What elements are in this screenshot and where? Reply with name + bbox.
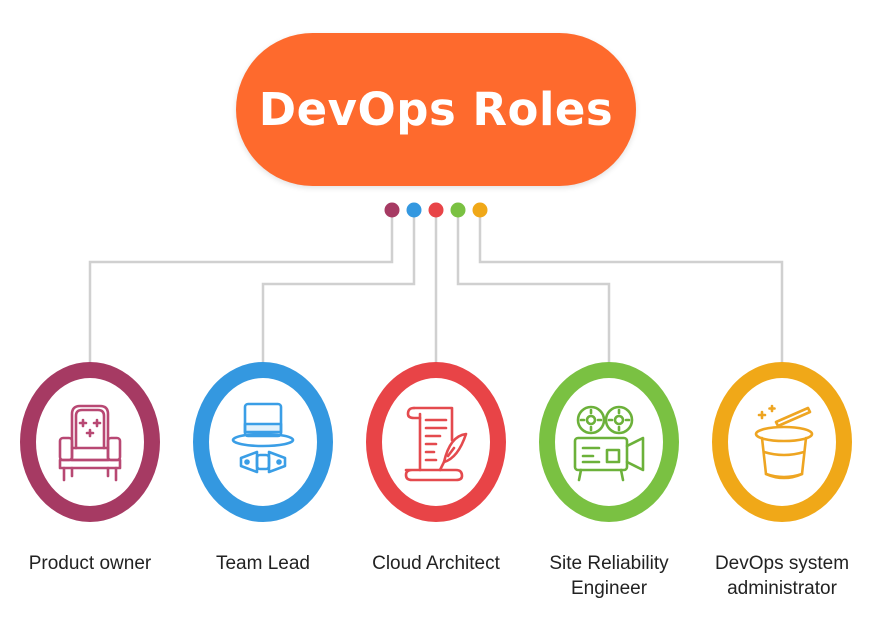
role-site-reliability-engineer <box>539 362 679 522</box>
role-devops-system-administrator <box>712 362 852 522</box>
connector-devops-admin <box>478 212 784 362</box>
dot-site-reliability <box>450 202 466 218</box>
dot-product-owner <box>384 202 400 218</box>
dot-team-lead <box>406 202 422 218</box>
title-banner: DevOps Roles <box>236 33 636 186</box>
film-projector-icon <box>573 405 645 482</box>
dot-cloud-architect <box>428 202 444 218</box>
page-title: DevOps Roles <box>258 83 614 136</box>
role-product-owner <box>20 362 160 522</box>
role-label-team-lead: Team Lead <box>215 553 310 574</box>
top-hat-bowtie-icon <box>231 402 295 474</box>
role-label-line: Engineer <box>570 578 648 599</box>
role-label-site-reliability-engineer: Site Reliability Engineer <box>524 551 694 601</box>
role-label-cloud-architect: Cloud Architect <box>372 553 500 574</box>
connector-product-owner <box>88 212 394 362</box>
role-label-line: DevOps system <box>714 553 850 574</box>
dot-devops-admin <box>472 202 488 218</box>
connector-site-reliability <box>456 212 611 362</box>
role-label-line: administrator <box>727 578 837 599</box>
scroll-quill-icon <box>404 406 468 482</box>
connector-team-lead <box>261 212 416 362</box>
armchair-icon <box>58 404 122 482</box>
role-label-product-owner: Product owner <box>28 553 152 574</box>
role-label-line: Site Reliability <box>549 553 669 574</box>
role-team-lead <box>193 362 333 522</box>
role-cloud-architect <box>366 362 506 522</box>
magic-hat-icon <box>754 404 814 480</box>
role-label-devops-system-administrator: DevOps system administrator <box>697 551 867 601</box>
